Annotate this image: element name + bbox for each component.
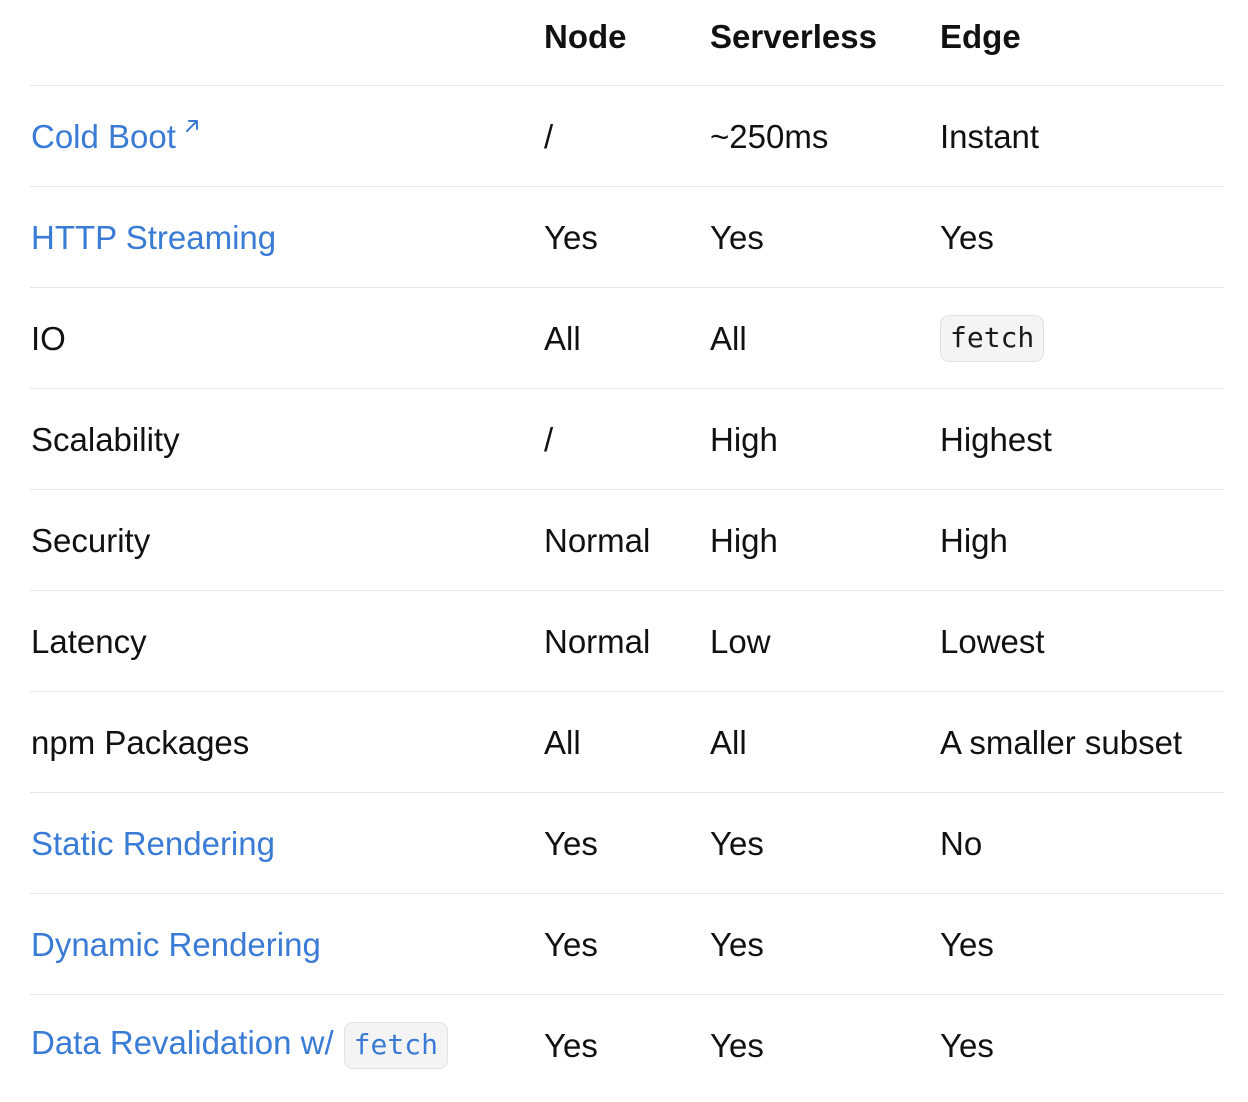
serverless-cell: Yes [710,925,764,963]
feature-cell: Data Revalidation w/fetch [30,1022,544,1069]
static-rendering-link[interactable]: Static Rendering [31,824,275,862]
comparison-table: Node Serverless Edge Cold Boot / ~250ms … [30,0,1224,1096]
node-cell: Normal [544,622,651,660]
node-cell: Yes [544,218,598,256]
edge-cell: Instant [940,117,1040,155]
serverless-cell: ~250ms [710,117,829,155]
feature-cell: Security [31,521,151,559]
table-row: Cold Boot / ~250ms Instant [30,86,1224,187]
feature-cell: IO [31,319,66,357]
node-cell: Yes [544,1027,598,1064]
table-row: Static Rendering Yes Yes No [30,793,1224,894]
feature-cell: Latency [31,622,147,660]
table-row: npm Packages All All A smaller subset [30,692,1224,793]
table-header-row: Node Serverless Edge [30,0,1224,86]
cold-boot-link[interactable]: Cold Boot [31,118,202,155]
table-row: IO All All fetch [30,288,1224,389]
header-serverless: Serverless [710,18,877,55]
arrow-up-right-icon [185,119,198,132]
feature-cell: Dynamic Rendering [30,928,544,961]
table-row: Data Revalidation w/fetch Yes Yes Yes [30,995,1224,1096]
fetch-code: fetch [940,314,1045,362]
edge-cell: No [940,824,983,862]
serverless-cell: High [710,420,778,458]
table-row: Security Normal High High [30,490,1224,591]
feature-cell: npm Packages [31,723,250,761]
feature-cell: Cold Boot [30,118,544,155]
node-cell: / [544,420,554,458]
table-row: Dynamic Rendering Yes Yes Yes [30,894,1224,995]
serverless-cell: Low [710,622,771,660]
dynamic-rendering-link[interactable]: Dynamic Rendering [31,925,321,963]
header-node: Node [544,18,627,55]
feature-label: Cold Boot [31,117,176,155]
header-edge: Edge [940,18,1021,55]
node-cell: All [544,723,581,761]
serverless-cell: Yes [710,218,764,256]
serverless-cell: All [710,319,747,357]
edge-cell: Yes [940,925,994,963]
node-cell: Normal [544,521,651,559]
feature-label: Data Revalidation w/ [31,1024,334,1062]
feature-cell: Scalability [31,420,180,458]
edge-cell: Yes [940,1027,994,1064]
node-cell: All [544,319,581,357]
table-row: HTTP Streaming Yes Yes Yes [30,187,1224,288]
feature-cell: Static Rendering [30,827,544,860]
table-row: Latency Normal Low Lowest [30,591,1224,692]
http-streaming-link[interactable]: HTTP Streaming [31,218,277,256]
serverless-cell: Yes [710,1027,764,1064]
data-revalidation-link[interactable]: Data Revalidation w/fetch [31,1022,448,1069]
edge-cell: A smaller subset [940,723,1183,761]
edge-cell: Yes [940,218,994,256]
node-cell: Yes [544,925,598,963]
serverless-cell: All [710,723,747,761]
edge-cell: High [940,521,1008,559]
table-row: Scalability / High Highest [30,389,1224,490]
node-cell: / [544,117,554,155]
serverless-cell: High [710,521,778,559]
feature-cell: HTTP Streaming [30,221,544,254]
edge-cell: fetch [940,314,1224,362]
edge-cell: Lowest [940,622,1045,660]
node-cell: Yes [544,824,598,862]
fetch-code: fetch [343,1022,448,1069]
serverless-cell: Yes [710,824,764,862]
edge-cell: Highest [940,420,1052,458]
